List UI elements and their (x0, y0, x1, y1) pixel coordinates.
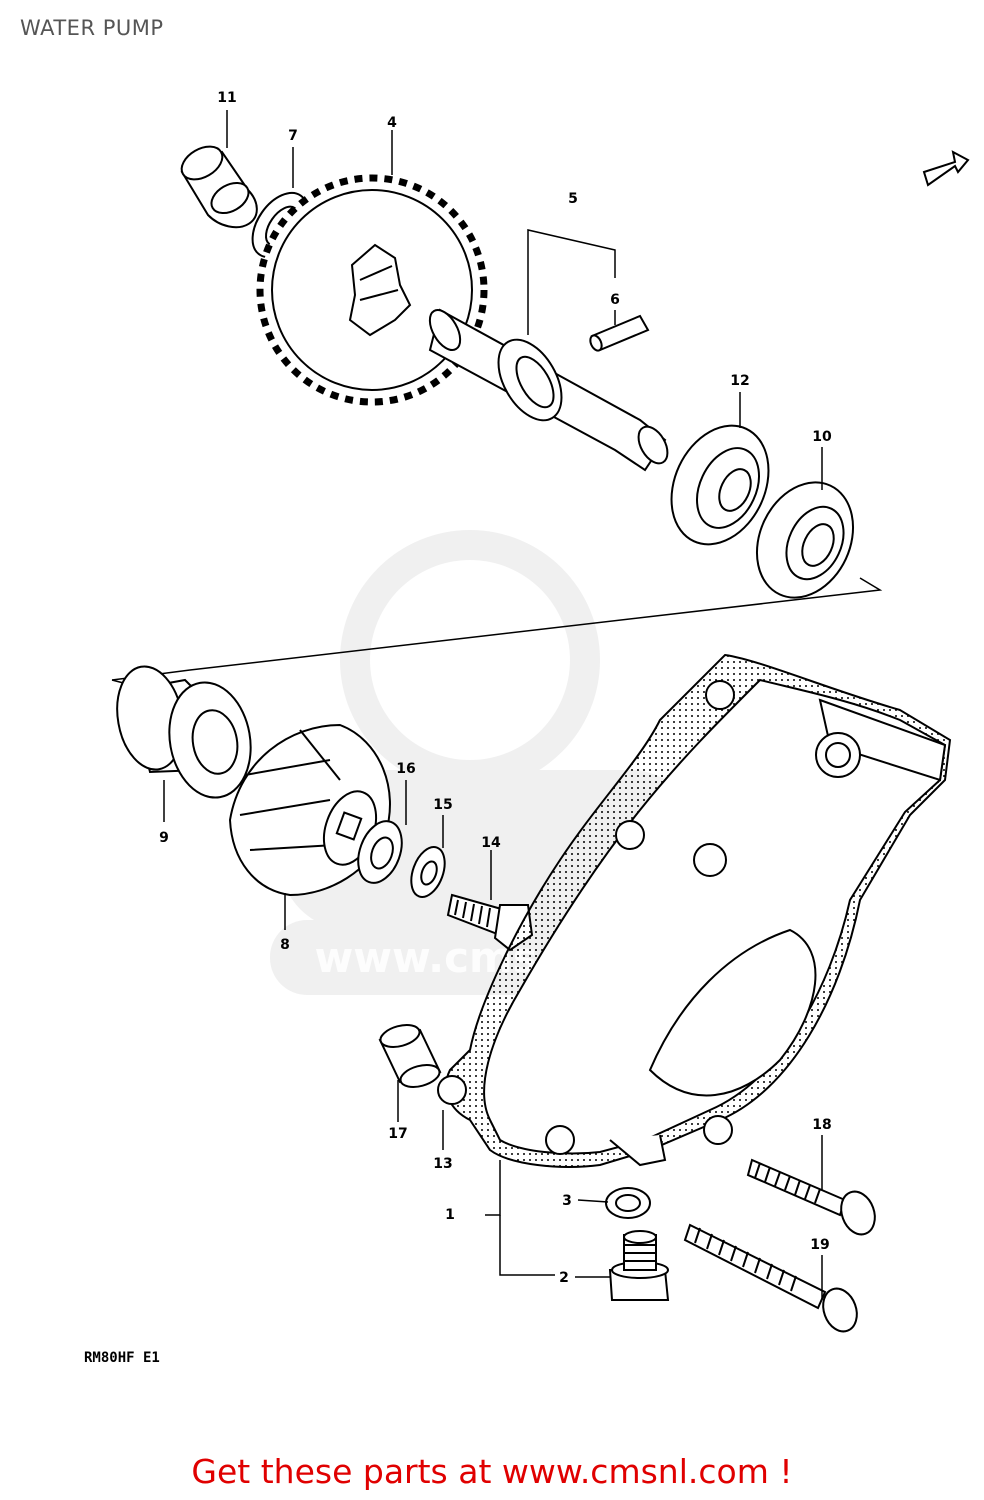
part-bushing (180, 145, 258, 229)
part-screw-19 (683, 1223, 858, 1333)
part-pump-shaft (428, 308, 669, 472)
part-gasket-3 (605, 1187, 651, 1219)
leader-lines (163, 110, 823, 1300)
part-impeller (228, 723, 391, 897)
part-gear (256, 174, 488, 406)
part-number-label: 11 (217, 90, 236, 106)
part-number-label: 12 (730, 373, 749, 389)
footer-link-text[interactable]: Get these parts at www.cmsnl.com ! (191, 1452, 793, 1491)
part-number-label: 8 (280, 937, 290, 953)
part-number-label: 18 (812, 1117, 831, 1133)
part-pin (589, 314, 650, 352)
part-number-label: 7 (288, 128, 298, 144)
watermark-logo (270, 530, 740, 995)
part-washer-16 (357, 820, 403, 884)
part-number-label: 19 (810, 1237, 829, 1253)
part-number-label: 10 (812, 429, 832, 445)
diagram-title: WATER PUMP (20, 16, 164, 40)
part-dowel-pin (378, 1024, 442, 1088)
part-number-label: 17 (388, 1126, 407, 1142)
part-number-label: 14 (481, 835, 501, 851)
part-number-label: 15 (433, 797, 452, 813)
part-oil-seal-10 (755, 481, 855, 599)
diagram-code: RM80HF E1 (84, 1350, 160, 1366)
part-number-labels: 11 7 4 5 6 12 10 16 15 14 9 8 17 13 1 3 … (159, 90, 832, 1286)
part-screw-18 (746, 1158, 876, 1236)
part-drain-plug (608, 1230, 670, 1301)
part-pump-housing (437, 653, 952, 1168)
front-arrow-icon (922, 150, 970, 187)
part-number-label: 4 (387, 115, 397, 131)
part-number-label: 1 (445, 1207, 455, 1223)
part-number-label: 3 (562, 1193, 572, 1209)
part-bearing-12 (670, 424, 770, 546)
part-mechanical-seal (116, 665, 252, 799)
part-number-label: 5 (568, 191, 578, 207)
part-washer-15 (410, 846, 446, 898)
part-number-label: 16 (396, 761, 415, 777)
part-number-label: 13 (433, 1156, 452, 1172)
part-number-label: 9 (159, 830, 169, 846)
part-number-label: 2 (559, 1270, 569, 1286)
part-number-label: 6 (610, 292, 620, 308)
